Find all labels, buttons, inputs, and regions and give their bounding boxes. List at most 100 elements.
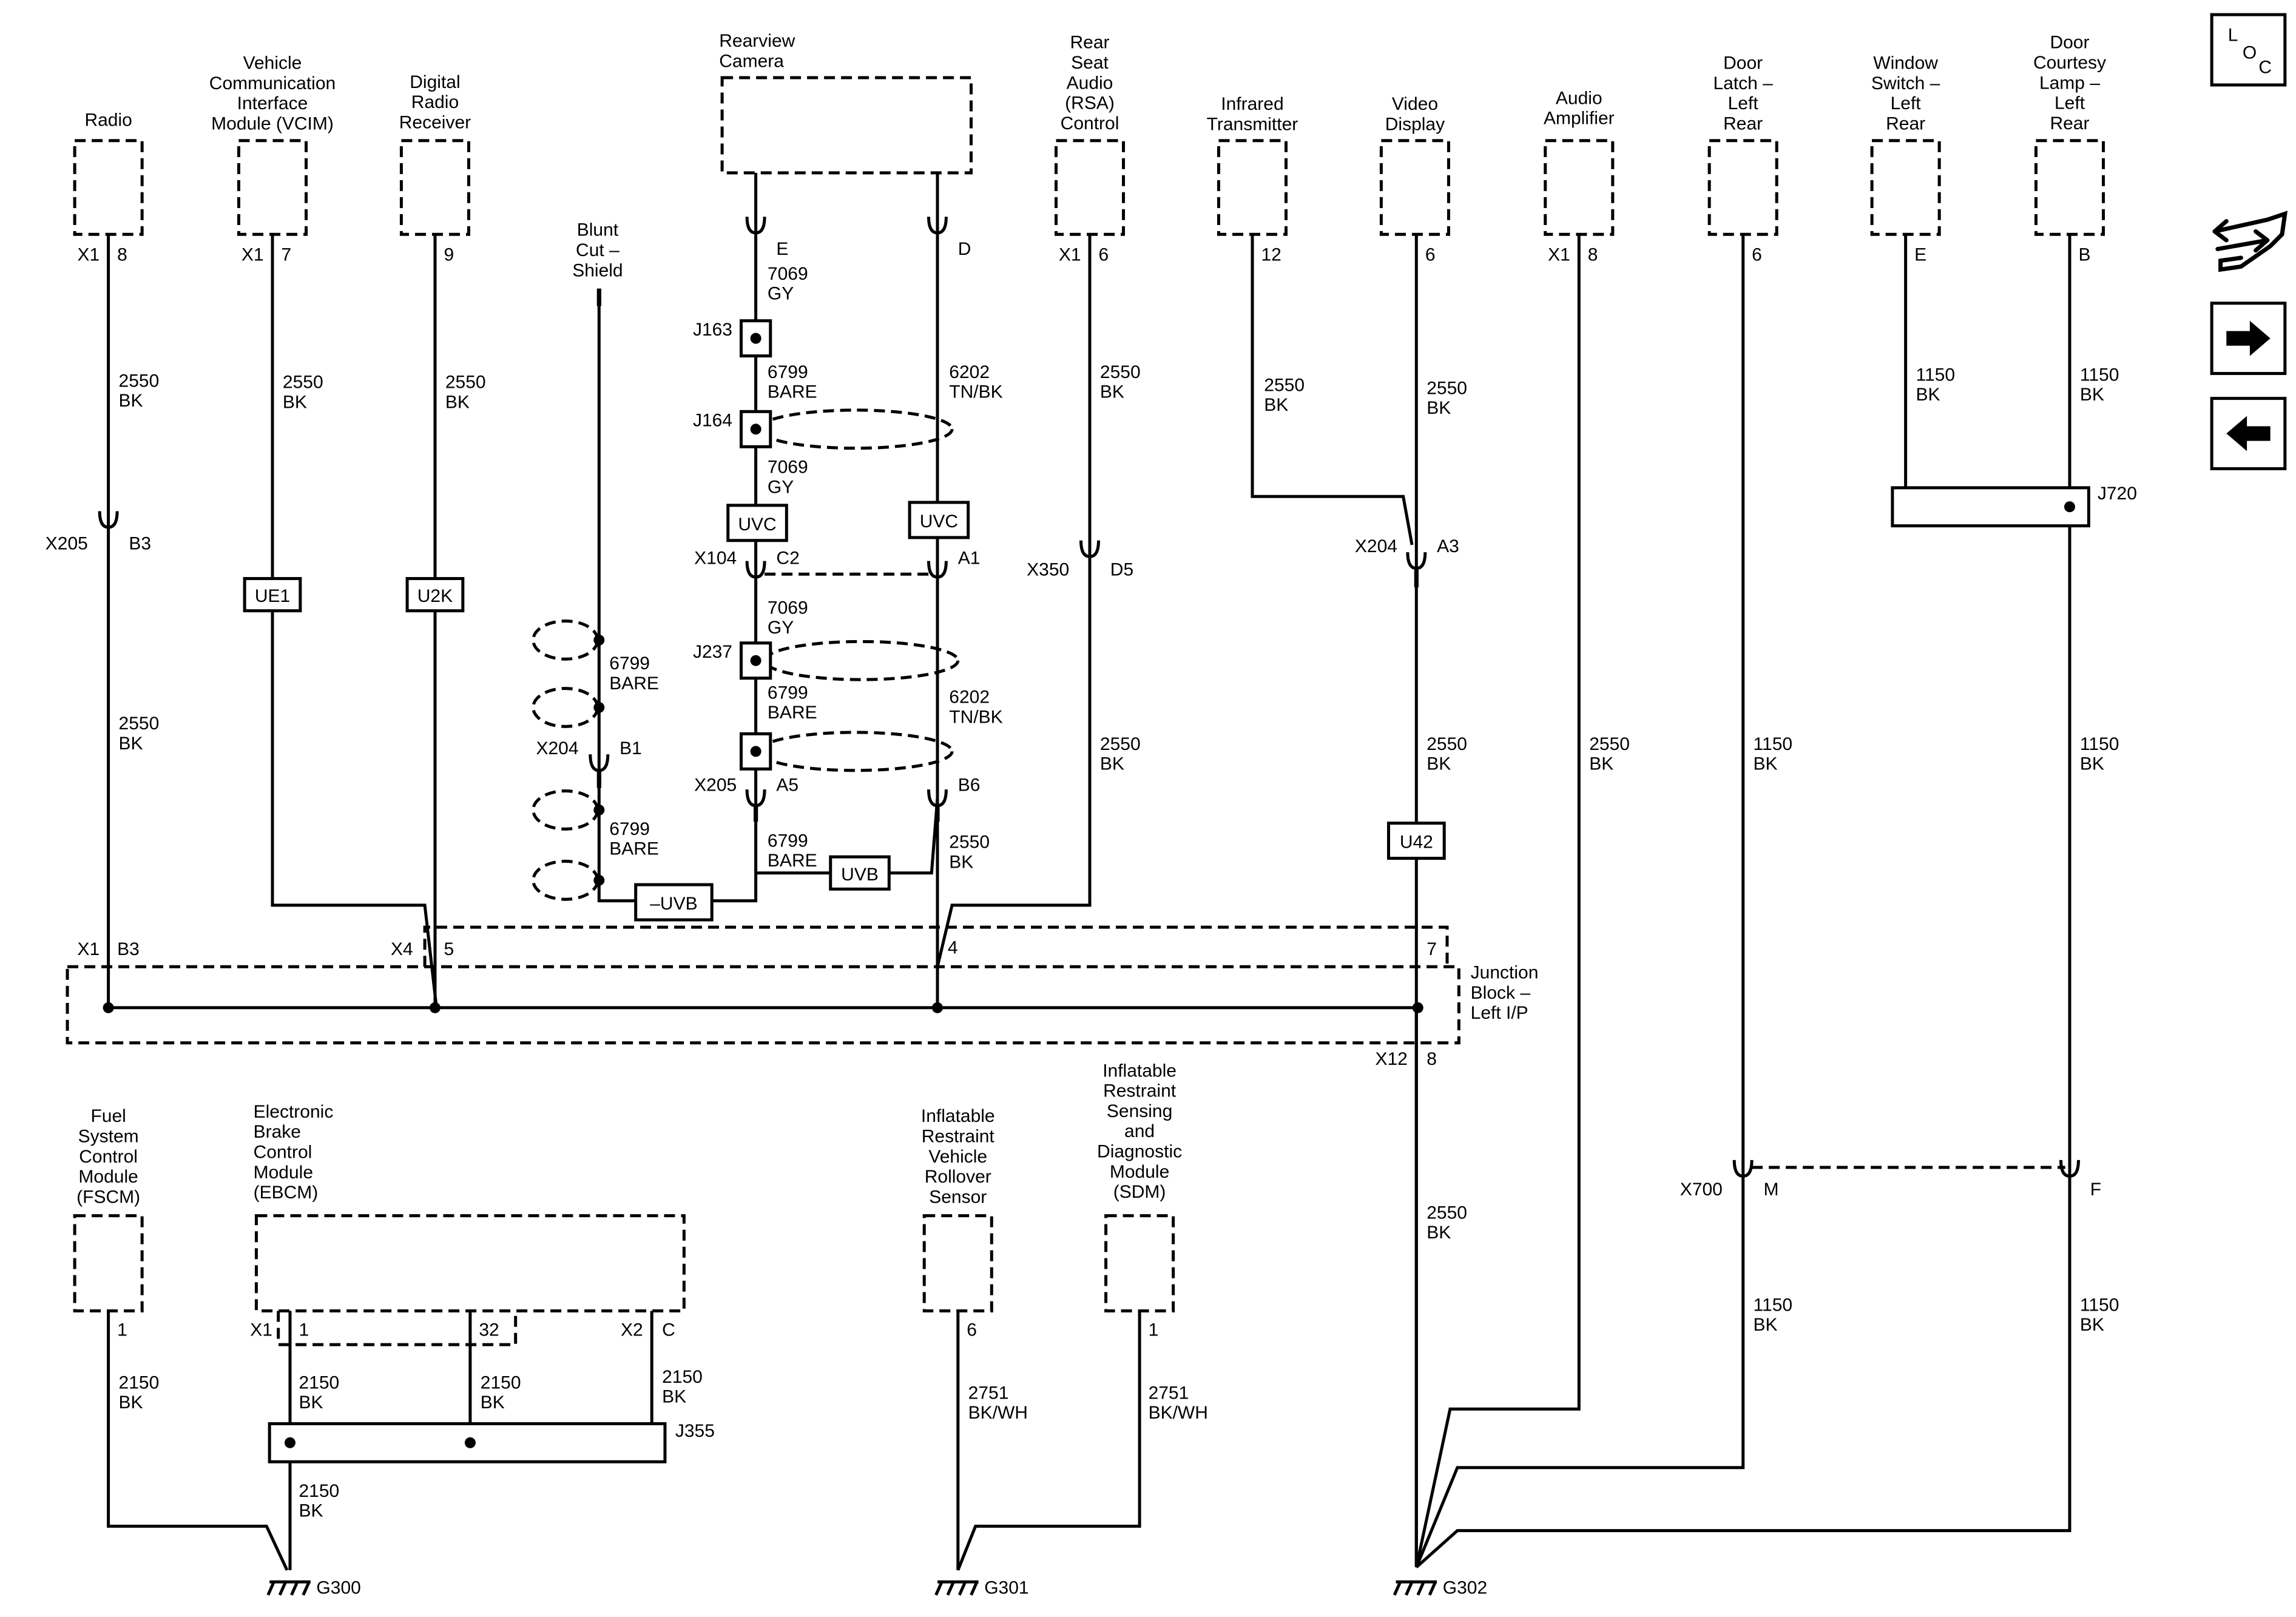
sdm-label: and	[1124, 1121, 1155, 1141]
connector-x204-a3	[1406, 552, 1427, 570]
wire-label: BK	[445, 392, 470, 412]
pin-label: X1	[1059, 245, 1081, 265]
rollover-sensor-label: Rollover	[925, 1167, 991, 1187]
option-u42	[1386, 822, 1446, 860]
pin-label: 6	[1425, 245, 1436, 265]
wire-courtesy	[1415, 234, 2071, 1568]
wire-label: 2550	[119, 371, 160, 391]
vcim-box	[237, 139, 308, 236]
navigation-panel[interactable]: LOC	[2210, 13, 2288, 470]
connector-label: A1	[958, 548, 981, 568]
infrared-transmitter-label: Infrared	[1221, 94, 1283, 114]
connector-label: X204	[536, 738, 578, 758]
winsw-box	[1870, 139, 1941, 236]
loc-button-frame[interactable]	[2210, 13, 2287, 87]
drr-label: Receiver	[399, 112, 471, 132]
wire-label: GY	[768, 284, 794, 304]
pin-label: D	[958, 239, 971, 259]
amp-box	[1544, 139, 1615, 236]
wire-label: 2550	[119, 714, 160, 734]
wire-label: 1150	[1916, 365, 1956, 385]
audio-amplifier-label: Audio	[1556, 88, 1602, 108]
wire-label: 6799	[768, 683, 808, 703]
pin-label: 1	[299, 1320, 309, 1340]
pin-label: C	[662, 1320, 675, 1340]
wire-label: 2150	[119, 1372, 160, 1393]
wire-label: BK	[1427, 398, 1451, 418]
ebcm-label: (EBCM)	[254, 1183, 319, 1203]
pin-label: B	[2078, 245, 2090, 265]
blunt-cut-shield-label: Shield	[572, 260, 623, 280]
wire-label: BK	[299, 1393, 323, 1413]
radio-box	[73, 139, 144, 236]
sdm-label: Diagnostic	[1097, 1142, 1182, 1162]
ground-g302-label: G302	[1443, 1578, 1487, 1598]
pin-label: 8	[117, 245, 127, 265]
wire-label: TN/BK	[949, 382, 1002, 402]
connector-label: X204	[1355, 536, 1397, 556]
ground-g301-label: G301	[984, 1578, 1028, 1598]
option-uvb-label: UVB	[841, 865, 879, 885]
pin-label: X2	[621, 1320, 643, 1340]
wire-label: 2550	[1427, 1203, 1467, 1223]
drr-box	[399, 139, 470, 236]
arrow-left-shape	[2226, 416, 2271, 451]
wrench-arrows-icon[interactable]	[2212, 211, 2288, 272]
shield-bottom	[757, 731, 954, 772]
loc-icon[interactable]: LOC	[2210, 13, 2287, 87]
pin-label: 12	[1261, 245, 1281, 265]
vcim-label: Vehicle	[243, 53, 302, 73]
wire-label: BK	[1589, 754, 1613, 774]
ground-g302-symbol	[1393, 1580, 1437, 1596]
splice-dot	[750, 333, 761, 344]
arrow-right-icon[interactable]	[2210, 302, 2287, 376]
splice-dot	[2064, 501, 2075, 513]
connector-camera-d	[927, 217, 948, 235]
wire-label: BK	[949, 852, 973, 872]
rollover-sensor-label: Sensor	[929, 1187, 987, 1207]
wire-label: 2550	[283, 373, 323, 393]
rsa-control-label: Audio	[1067, 73, 1113, 93]
rsa-control-label: Seat	[1071, 53, 1109, 73]
connector-label: B1	[620, 738, 642, 758]
ir-box	[1217, 139, 1288, 236]
splice-dot	[284, 1437, 295, 1448]
wire-label: 2751	[1149, 1383, 1189, 1403]
arrow-right-stroke	[2215, 229, 2270, 253]
window-switch-label: Switch –	[1871, 73, 1940, 93]
option-uvc-2-label: UVC	[920, 511, 958, 532]
connector-x104-c2	[745, 561, 766, 579]
shield-j237	[763, 640, 960, 681]
wire-label: BK	[2080, 754, 2104, 774]
pin-label: 6	[967, 1320, 977, 1340]
wire-label: 2550	[1100, 362, 1141, 382]
connector-x350-d5	[1079, 540, 1100, 558]
connector-male-blunt	[596, 288, 601, 306]
option-neg-uvb	[634, 883, 714, 922]
option-ue1	[243, 577, 302, 613]
components	[66, 76, 2105, 1463]
door-latch-label: Left	[1728, 93, 1759, 113]
wire-label: BK	[662, 1386, 686, 1406]
wire-2550-uvb	[755, 798, 939, 875]
wire-label: BK	[119, 734, 143, 754]
connector-male-a5	[754, 804, 758, 822]
pin-label: B3	[117, 939, 140, 959]
blunt-cut-shield-label: Cut –	[576, 240, 620, 260]
door-latch-label: Rear	[1723, 113, 1763, 133]
arrow-right-shape	[2226, 320, 2271, 356]
connector-label: B6	[958, 775, 981, 795]
connector-label: M	[1763, 1180, 1778, 1200]
connector-label: X205	[694, 775, 737, 795]
shield-left-3	[532, 789, 599, 831]
fscm-label: Fuel	[90, 1106, 126, 1126]
arrow-left-icon[interactable]	[2210, 397, 2287, 470]
splice-j720-label: J720	[2098, 484, 2137, 504]
splice-j355-label: J355	[675, 1421, 715, 1441]
ebcm-box	[254, 1214, 686, 1313]
fscm-label: (FSCM)	[76, 1187, 140, 1207]
pin-label: 7	[1427, 939, 1437, 959]
wire-label: BK/WH	[1149, 1403, 1208, 1423]
option-u2k-label: U2K	[417, 586, 453, 606]
